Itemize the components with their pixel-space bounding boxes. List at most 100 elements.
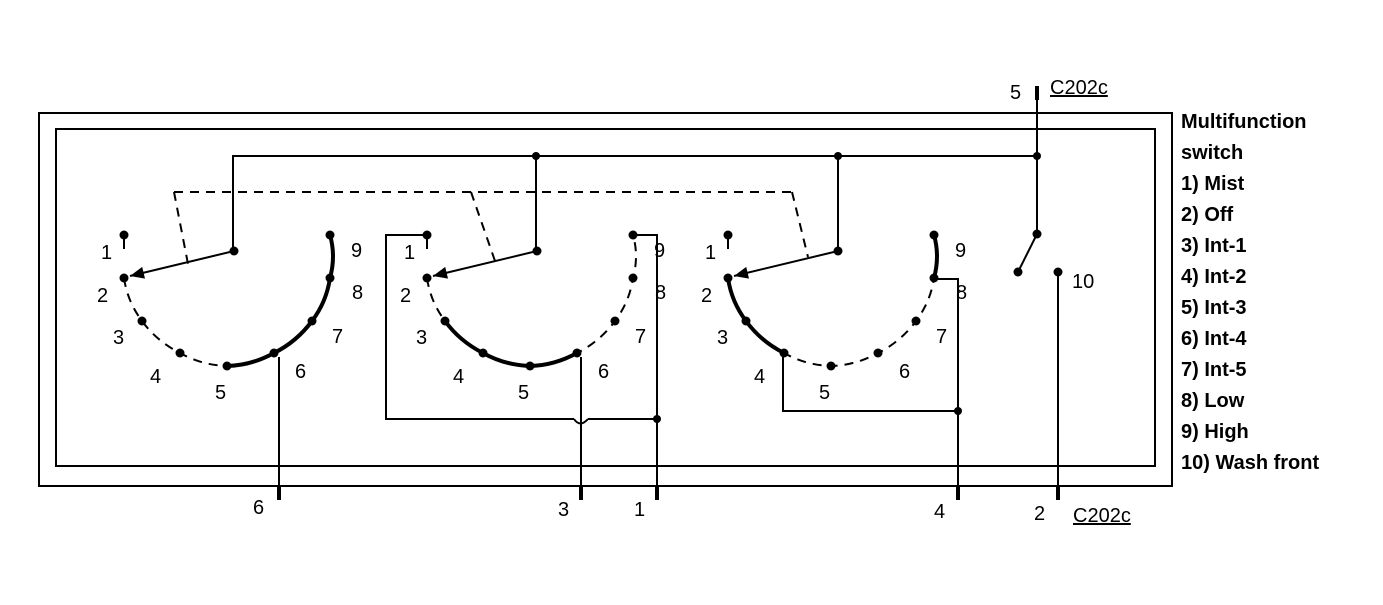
switch-arc-closed bbox=[726, 277, 748, 323]
position-label: 1 bbox=[705, 242, 716, 264]
linkage-leg bbox=[470, 191, 496, 262]
position-label: 5 bbox=[819, 382, 830, 404]
position-label: 8 bbox=[352, 282, 363, 304]
contact-pos-5 bbox=[525, 361, 535, 371]
contact-pos-4 bbox=[478, 348, 488, 358]
switch-arc-closed bbox=[443, 319, 484, 355]
switch-arc-closed bbox=[744, 319, 785, 355]
contact-pos-7 bbox=[610, 316, 620, 326]
switch-arc bbox=[426, 234, 637, 368]
position-label: 3 bbox=[717, 327, 728, 349]
pin-label-2: 2 bbox=[1034, 503, 1045, 525]
switch-arc-closed bbox=[932, 234, 939, 279]
position-label: 2 bbox=[400, 285, 411, 307]
switch-arc-closed bbox=[273, 319, 314, 355]
junction bbox=[532, 152, 540, 160]
contact-pos-9 bbox=[929, 230, 939, 240]
wiper-arrow-icon bbox=[130, 266, 145, 279]
wiper-arm bbox=[733, 250, 839, 277]
position-label: 1 bbox=[101, 242, 112, 264]
wiper-arrow-icon bbox=[433, 266, 448, 279]
connector-bottom-pins bbox=[277, 486, 1060, 500]
contact-pos-5 bbox=[826, 361, 836, 371]
legend-item: 4) Int-2 bbox=[1181, 266, 1247, 288]
wiper-arrow-icon bbox=[734, 266, 749, 279]
contact-pos-6 bbox=[572, 348, 582, 358]
position-label: 3 bbox=[113, 327, 124, 349]
position-label: 9 bbox=[351, 240, 362, 262]
position-label: 6 bbox=[598, 361, 609, 383]
junction bbox=[834, 152, 842, 160]
position-label: 9 bbox=[654, 240, 665, 262]
contact-pos-2 bbox=[119, 273, 129, 283]
contact-pos-6 bbox=[873, 348, 883, 358]
switch-arc-closed bbox=[226, 351, 275, 368]
wash-switch-pivot bbox=[1032, 229, 1042, 239]
switch-arc-closed bbox=[529, 351, 578, 368]
position-label: 2 bbox=[97, 285, 108, 307]
pin-label-3: 3 bbox=[558, 499, 569, 521]
legend-item: 10) Wash front bbox=[1181, 452, 1319, 474]
contact-pos-5 bbox=[222, 361, 232, 371]
legend-subtitle: switch bbox=[1181, 142, 1243, 164]
position-label: 6 bbox=[899, 361, 910, 383]
switch-arc bbox=[727, 234, 938, 368]
wash-switch-blade bbox=[1017, 233, 1038, 273]
position-label: 7 bbox=[936, 326, 947, 348]
wire-g3-pos4 bbox=[782, 357, 958, 412]
wire-g3-pos8 bbox=[938, 278, 959, 486]
legend: Multifunction switch 1) Mist 2) Off 3) I… bbox=[1181, 111, 1319, 474]
contact-pos-4 bbox=[779, 348, 789, 358]
position-label: 4 bbox=[754, 366, 765, 388]
wiper-arm bbox=[432, 250, 538, 277]
legend-item: 5) Int-3 bbox=[1181, 297, 1247, 319]
junction bbox=[653, 415, 661, 423]
legend-item: 1) Mist bbox=[1181, 173, 1245, 195]
contact-pos-8 bbox=[325, 273, 335, 283]
legend-item: 9) High bbox=[1181, 421, 1249, 443]
legend-item: 3) Int-1 bbox=[1181, 235, 1247, 257]
position-label: 7 bbox=[332, 326, 343, 348]
switch-arc bbox=[123, 234, 334, 368]
wash-contact-label: 10 bbox=[1072, 271, 1094, 293]
legend-item: 2) Off bbox=[1181, 204, 1234, 226]
switch-housing-inner bbox=[55, 128, 1156, 467]
contact-pos-6 bbox=[269, 348, 279, 358]
wash-contact-10 bbox=[1053, 267, 1063, 277]
wiper-arm bbox=[129, 250, 235, 277]
connector-label-top: C202c bbox=[1050, 77, 1108, 99]
switch-arc-closed bbox=[328, 234, 335, 279]
contact-pos-2 bbox=[723, 273, 733, 283]
contact-pos-7 bbox=[911, 316, 921, 326]
connector-label-bottom: C202c bbox=[1073, 505, 1131, 527]
position-label: 1 bbox=[404, 242, 415, 264]
wiper-pivot bbox=[532, 246, 542, 256]
wiper-pivot bbox=[229, 246, 239, 256]
position-label: 8 bbox=[655, 282, 666, 304]
switch-arc-closed bbox=[310, 277, 332, 323]
position-label: 7 bbox=[635, 326, 646, 348]
position-label: 4 bbox=[453, 366, 464, 388]
wire-g2-pos1 bbox=[385, 234, 574, 420]
contact-pos-3 bbox=[137, 316, 147, 326]
linkage-leg bbox=[791, 191, 809, 258]
contact-pos-2 bbox=[422, 273, 432, 283]
junction bbox=[954, 407, 962, 415]
wiper-pivot bbox=[833, 246, 843, 256]
position-label: 2 bbox=[701, 285, 712, 307]
wire-g2-pos9 bbox=[637, 234, 658, 486]
position-label: 6 bbox=[295, 361, 306, 383]
common-bus bbox=[232, 155, 1038, 251]
position-label: 5 bbox=[518, 382, 529, 404]
switch-arc-closed bbox=[482, 351, 531, 368]
position-label: 9 bbox=[955, 240, 966, 262]
contact-pos-1 bbox=[723, 230, 733, 240]
linkage-leg bbox=[173, 191, 189, 265]
position-label: 4 bbox=[150, 366, 161, 388]
position-label: 3 bbox=[416, 327, 427, 349]
pin-label-5: 5 bbox=[1010, 82, 1021, 104]
legend-item: 8) Low bbox=[1181, 390, 1245, 412]
contact-pos-8 bbox=[628, 273, 638, 283]
pin-label-6: 6 bbox=[253, 497, 264, 519]
